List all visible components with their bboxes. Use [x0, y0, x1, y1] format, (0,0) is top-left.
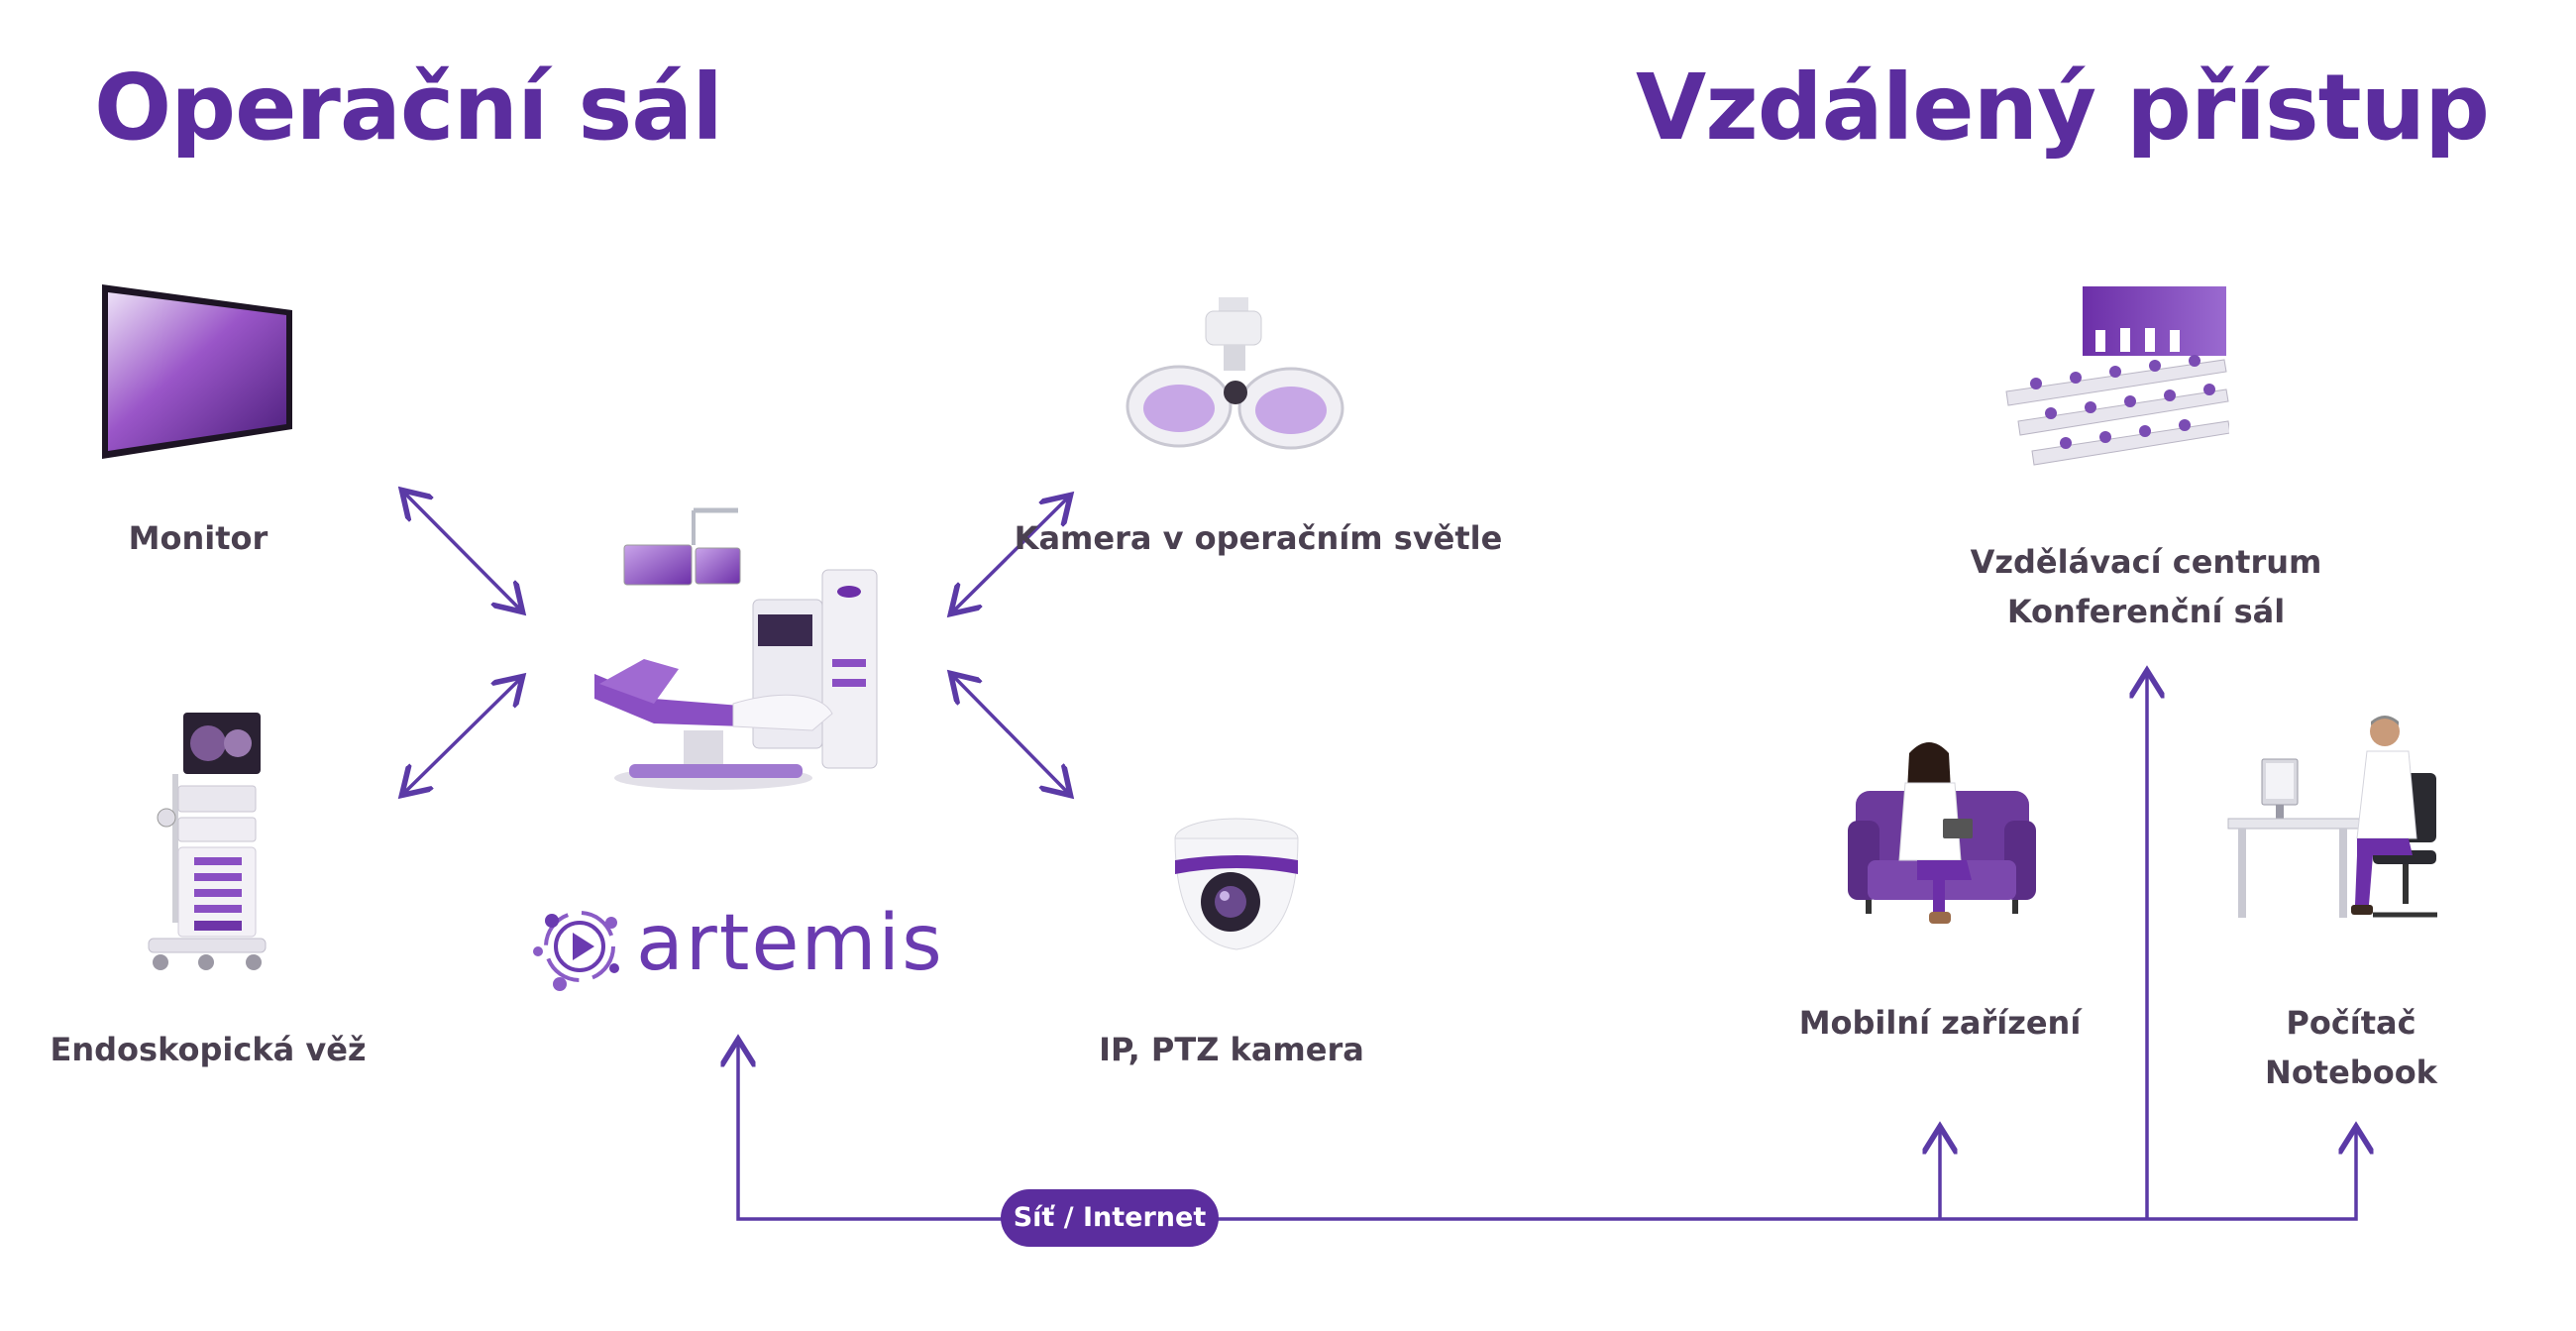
woman-with-tablet-icon [1848, 731, 2036, 930]
label-mobile: Mobilní zařízení [1798, 1004, 2082, 1042]
ptz-camera-icon [1159, 803, 1313, 956]
network-line [738, 1043, 2356, 1221]
artemis-logo: artemis [530, 897, 946, 996]
label-education-line2: Konferenční sál [2006, 593, 2286, 630]
label-computer-line2: Notebook [2265, 1054, 2437, 1091]
label-ptz-camera: IP, PTZ kamera [1099, 1031, 1364, 1068]
remote-access-heading: Vzdálený přístup [1636, 55, 2490, 161]
artemis-logo-icon [533, 911, 619, 991]
label-computer: Počítač Notebook [2265, 998, 2437, 1097]
surgical-light-camera-icon [1125, 297, 1347, 476]
label-monitor: Monitor [128, 519, 268, 557]
label-education-center: Vzdělávací centrum Konferenční sál [1971, 537, 2322, 636]
arrow-light-camera [953, 498, 1068, 611]
arrow-monitor [404, 493, 520, 610]
artemis-logo-text: artemis [636, 899, 944, 988]
label-education-line1: Vzdělávací centrum [1970, 543, 2322, 581]
lecture-hall-icon [1996, 282, 2231, 486]
label-endoscopic-tower: Endoskopická věž [50, 1031, 367, 1068]
operating-room-heading: Operační sál [94, 55, 723, 161]
label-computer-line1: Počítač [2286, 1004, 2416, 1042]
label-light-camera: Kamera v operačním světle [1014, 519, 1503, 557]
endoscopic-tower-icon [139, 709, 272, 986]
monitor-icon [94, 280, 302, 464]
operating-table-icon [585, 500, 902, 808]
doctor-at-computer-icon [2224, 712, 2452, 935]
arrow-endoscopic-tower [404, 679, 520, 793]
network-internet-badge: Síť / Internet [1001, 1189, 1219, 1247]
arrow-ptz-camera [953, 676, 1068, 793]
